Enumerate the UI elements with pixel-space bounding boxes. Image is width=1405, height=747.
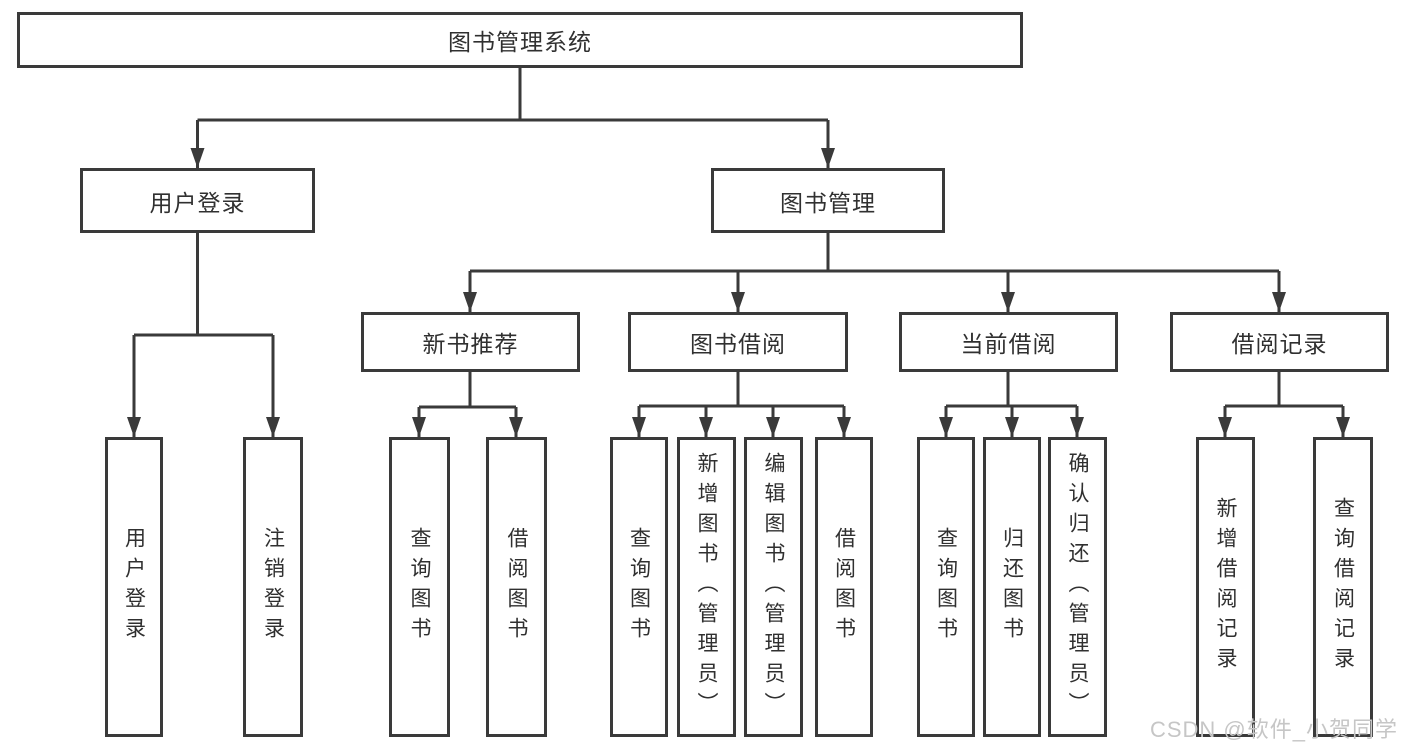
leaf-label: 用户登录 bbox=[122, 527, 146, 647]
leaf-label: 确认归还（管理员） bbox=[1066, 452, 1089, 722]
arrowheads bbox=[127, 148, 1350, 437]
node-book-management: 图书管理 bbox=[711, 168, 945, 233]
leaf-label: 注销登录 bbox=[261, 527, 285, 647]
leaf-borrow-books: 借阅图书 bbox=[486, 437, 547, 737]
node-borrowing-records: 借阅记录 bbox=[1170, 312, 1389, 372]
node-book-borrowing: 图书借阅 bbox=[628, 312, 848, 372]
leaf-label: 编辑图书（管理员） bbox=[762, 452, 785, 722]
csdn-watermark: CSDN @软件_小贺同学 bbox=[1149, 717, 1398, 742]
node-new-book-recommendation: 新书推荐 bbox=[361, 312, 580, 372]
leaf-label: 借阅图书 bbox=[505, 527, 528, 647]
leaf-label: 归还图书 bbox=[1000, 527, 1024, 647]
leaf-add-borrow-record: 新增借阅记录 bbox=[1196, 437, 1255, 737]
leaf-logout: 注销登录 bbox=[243, 437, 303, 737]
node-user-login: 用户登录 bbox=[80, 168, 315, 233]
leaf-label: 查询借阅记录 bbox=[1331, 497, 1355, 677]
node-current-borrowing: 当前借阅 bbox=[899, 312, 1118, 372]
leaf-user-login: 用户登录 bbox=[105, 437, 163, 737]
leaf-edit-book-admin: 编辑图书（管理员） bbox=[744, 437, 803, 737]
leaf-label: 查询图书 bbox=[408, 527, 431, 647]
leaf-return-books: 归还图书 bbox=[983, 437, 1041, 737]
leaf-label: 查询图书 bbox=[627, 527, 651, 647]
leaf-confirm-return-admin: 确认归还（管理员） bbox=[1048, 437, 1107, 737]
leaf-query-borrow-record: 查询借阅记录 bbox=[1313, 437, 1373, 737]
leaf-query-books-borrowing: 查询图书 bbox=[610, 437, 668, 737]
leaf-label: 新增图书（管理员） bbox=[695, 452, 718, 722]
leaf-label: 新增借阅记录 bbox=[1214, 497, 1237, 677]
leaf-query-books: 查询图书 bbox=[389, 437, 450, 737]
leaf-query-books-current: 查询图书 bbox=[917, 437, 975, 737]
leaf-label: 借阅图书 bbox=[832, 527, 856, 647]
leaf-add-book-admin: 新增图书（管理员） bbox=[677, 437, 736, 737]
node-library-management-system: 图书管理系统 bbox=[17, 12, 1023, 68]
leaf-borrow-books-borrowing: 借阅图书 bbox=[815, 437, 873, 737]
leaf-label: 查询图书 bbox=[934, 527, 958, 647]
